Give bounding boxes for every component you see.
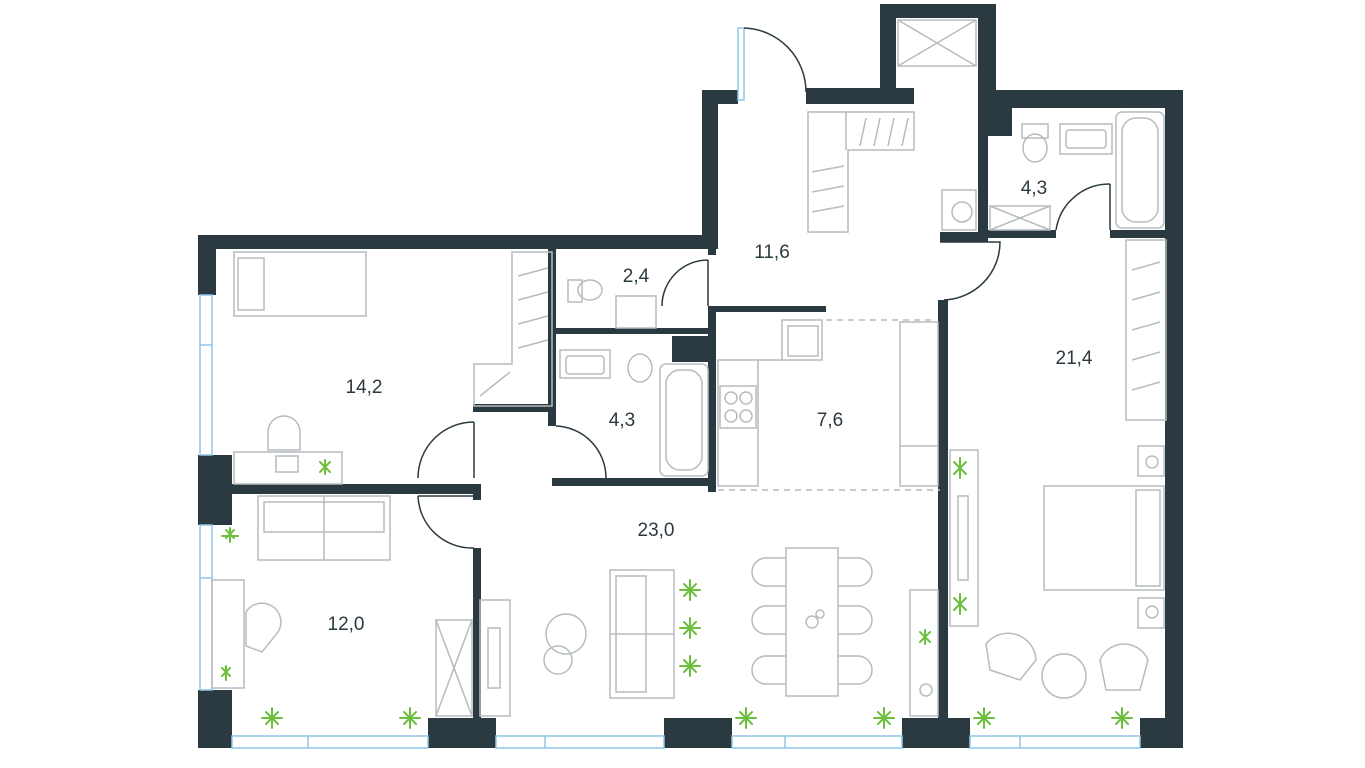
- plant-icon: [221, 527, 239, 543]
- plant-icon: [919, 629, 931, 645]
- plant-icon: [221, 665, 231, 681]
- furniture: [211, 19, 1167, 717]
- room-area-bath-master: 4,3: [1021, 178, 1047, 199]
- plant-icon: [679, 617, 701, 639]
- plant-icon: [679, 579, 701, 601]
- room-area-bedroom-2: 12,0: [328, 614, 365, 635]
- room-area-living: 23,0: [638, 520, 675, 541]
- plant-icon: [399, 707, 421, 729]
- outer-walls: [198, 4, 1183, 748]
- windows: [199, 27, 1141, 749]
- room-area-kitchen: 7,6: [817, 410, 843, 431]
- room-labels: 11,6 2,4 4,3 14,2 4,3 7,6 21,4 23,0 12,0: [328, 178, 1093, 635]
- room-area-bedroom-1: 14,2: [346, 377, 383, 398]
- interior-walls: [232, 88, 1168, 718]
- plant-icon: [973, 707, 995, 729]
- plant-icon: [319, 459, 331, 475]
- room-area-bedroom-master: 21,4: [1056, 348, 1093, 369]
- plant-icon: [1111, 707, 1133, 729]
- plant-icon: [953, 593, 967, 615]
- plant-icon: [679, 655, 701, 677]
- doors: [417, 27, 1111, 549]
- plant-icon: [261, 707, 283, 729]
- plants: [221, 457, 1133, 729]
- room-area-wc-small: 2,4: [623, 266, 650, 287]
- room-area-bath: 4,3: [609, 410, 635, 431]
- plant-icon: [953, 457, 967, 479]
- plant-icon: [873, 707, 895, 729]
- room-area-hall: 11,6: [754, 242, 790, 263]
- plant-icon: [735, 707, 757, 729]
